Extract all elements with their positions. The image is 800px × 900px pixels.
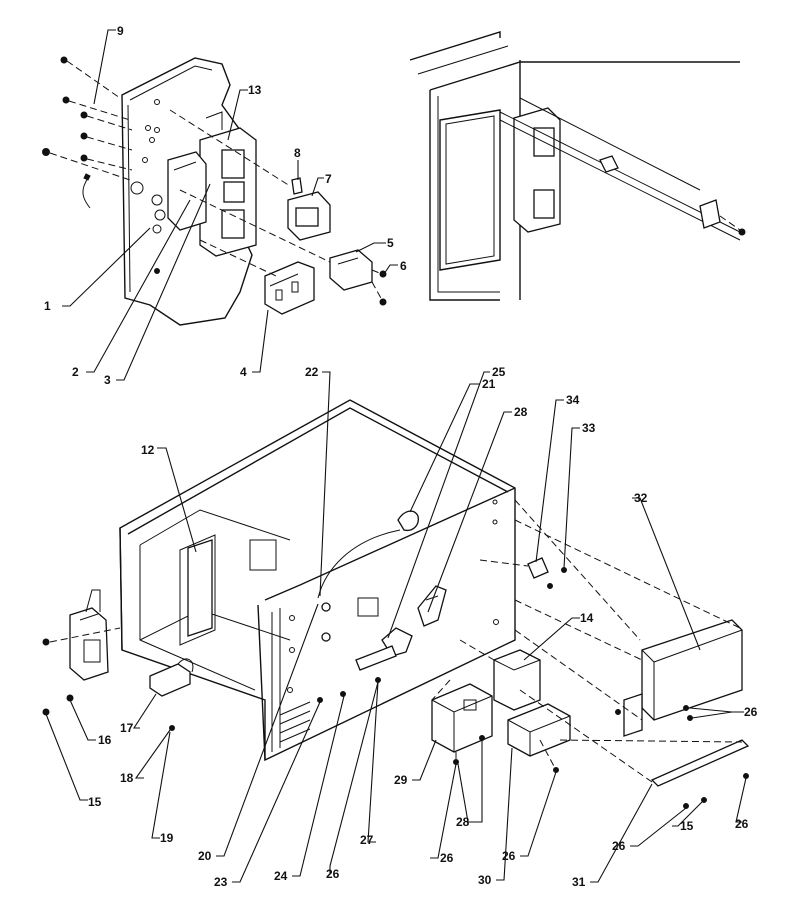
callout-22: 22 (305, 365, 319, 379)
callout-12: 12 (141, 443, 155, 457)
callout-8: 8 (294, 146, 301, 160)
callout-9: 9 (117, 24, 124, 38)
callout-29: 29 (394, 773, 408, 787)
callout-14: 14 (580, 611, 594, 625)
callout-3: 3 (104, 373, 111, 387)
callout-26-g: 26 (326, 867, 340, 881)
callout-6: 6 (400, 259, 407, 273)
callout-30: 30 (478, 873, 492, 887)
callout-labels: 1 2 3 4 5 6 7 8 9 12 13 14 15 15 16 17 1… (44, 24, 758, 889)
cabinet-assembly (42, 399, 750, 809)
callout-26-a: 26 (440, 851, 454, 865)
callout-15-right: 15 (680, 819, 694, 833)
callout-15-left: 15 (88, 795, 102, 809)
callout-31: 31 (572, 875, 586, 889)
callout-2: 2 (72, 365, 79, 379)
callout-16: 16 (98, 733, 112, 747)
callout-27: 27 (360, 833, 374, 847)
callout-20: 20 (198, 849, 212, 863)
callout-21: 21 (482, 377, 496, 391)
callout-28-a: 28 (514, 405, 528, 419)
installed-view (409, 31, 746, 301)
callout-26-b: 26 (744, 705, 758, 719)
callout-32: 32 (634, 491, 648, 505)
callout-26-c: 26 (735, 817, 749, 831)
callout-33: 33 (582, 421, 596, 435)
callout-4: 4 (240, 365, 247, 379)
callout-24: 24 (274, 869, 288, 883)
callout-19: 19 (160, 831, 174, 845)
leader-lines (45, 29, 747, 883)
callout-34: 34 (566, 393, 580, 407)
callout-28-b: 28 (456, 815, 470, 829)
callout-5: 5 (387, 236, 394, 250)
callout-26-d: 26 (612, 839, 626, 853)
callout-18: 18 (120, 771, 134, 785)
control-panel-assembly (42, 56, 387, 326)
callout-13: 13 (248, 83, 262, 97)
callout-25: 25 (492, 365, 506, 379)
callout-23: 23 (214, 875, 228, 889)
callout-26-f: 26 (502, 849, 516, 863)
callout-7: 7 (325, 172, 332, 186)
callout-1: 1 (44, 299, 51, 313)
screw-group-9 (42, 56, 88, 162)
callout-17: 17 (120, 721, 134, 735)
